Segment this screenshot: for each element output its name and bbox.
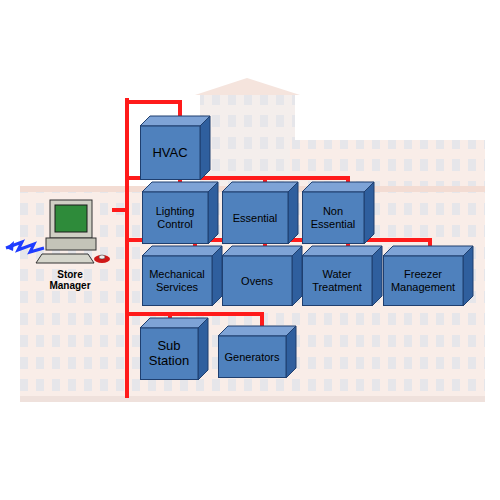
computer-case xyxy=(46,238,96,250)
device-label: HVAC xyxy=(152,146,187,161)
box-top-face xyxy=(140,116,210,126)
device-box: Non Essential xyxy=(302,182,374,244)
keyboard xyxy=(36,254,94,263)
building-illustration xyxy=(20,78,485,402)
device-box: Water Treatment xyxy=(302,246,382,306)
box-side-face xyxy=(292,246,302,306)
label-group: HVAC xyxy=(140,126,200,180)
device-label: Ovens xyxy=(241,275,273,288)
device-box: Ovens xyxy=(222,246,302,306)
box-front-face xyxy=(141,328,199,380)
label-group: Water Treatment xyxy=(302,256,372,306)
monitor-screen xyxy=(55,205,87,232)
building-base xyxy=(20,396,485,402)
device-box: Lighting Control xyxy=(142,182,218,244)
box-side-face xyxy=(288,182,298,244)
device-label: Mechanical Services xyxy=(144,268,210,293)
device-label: Essential xyxy=(233,212,278,225)
device-label: Sub Station xyxy=(142,339,196,369)
mouse-pad xyxy=(94,255,110,263)
label-group: Store Manager xyxy=(36,264,104,296)
box-top-face xyxy=(142,182,218,192)
box-front-face xyxy=(143,192,209,244)
label-group: Freezer Management xyxy=(383,256,463,306)
box-top-face xyxy=(302,246,382,256)
box-top-face xyxy=(140,318,208,328)
box-front-face xyxy=(223,192,289,244)
box-front-face xyxy=(303,256,373,306)
computer-label: Store Manager xyxy=(38,269,102,292)
box-front-face xyxy=(143,256,213,306)
label-group: Generators xyxy=(218,336,286,378)
wireless-bolt xyxy=(6,242,44,252)
box-side-face xyxy=(200,116,210,180)
monitor-frame xyxy=(50,200,92,238)
device-label: Generators xyxy=(224,351,279,364)
label-group: Non Essential xyxy=(302,192,364,244)
mouse xyxy=(99,255,105,259)
building-body xyxy=(20,190,485,402)
device-box: Freezer Management xyxy=(383,246,473,306)
box-side-face xyxy=(463,246,473,306)
box-top-face xyxy=(302,182,374,192)
box-top-face xyxy=(383,246,473,256)
box-top-face xyxy=(142,246,222,256)
box-front-face xyxy=(219,336,287,378)
label-group: Ovens xyxy=(222,256,292,306)
box-front-face xyxy=(141,126,201,180)
label-group: Essential xyxy=(222,192,288,244)
device-box: Generators xyxy=(218,326,296,378)
device-box: Essential xyxy=(222,182,298,244)
building-windows xyxy=(20,190,485,402)
building-roof xyxy=(195,78,300,95)
device-label: Lighting Control xyxy=(144,205,206,230)
box-side-face xyxy=(208,182,218,244)
box-side-face xyxy=(212,246,222,306)
device-box: Mechanical Services xyxy=(142,246,222,306)
box-side-face xyxy=(198,318,208,380)
box-front-face xyxy=(303,192,365,244)
label-group: Lighting Control xyxy=(142,192,208,244)
device-label: Non Essential xyxy=(304,205,362,230)
box-top-face xyxy=(218,326,296,336)
box-front-face xyxy=(384,256,464,306)
device-label: Freezer Management xyxy=(385,268,461,293)
device-label: Water Treatment xyxy=(304,268,370,293)
device-box: Sub Station xyxy=(140,318,208,380)
box-side-face xyxy=(372,246,382,306)
label-group: Mechanical Services xyxy=(142,256,212,306)
wireless-bolt-tip xyxy=(6,241,14,251)
box-side-face xyxy=(286,326,296,378)
label-group: Sub Station xyxy=(140,328,198,380)
box-front-face xyxy=(223,256,293,306)
computer-node: Store Manager xyxy=(36,198,112,296)
device-box: HVAC xyxy=(140,116,210,180)
box-top-face xyxy=(222,182,298,192)
box-top-face xyxy=(222,246,302,256)
box-side-face xyxy=(364,182,374,244)
